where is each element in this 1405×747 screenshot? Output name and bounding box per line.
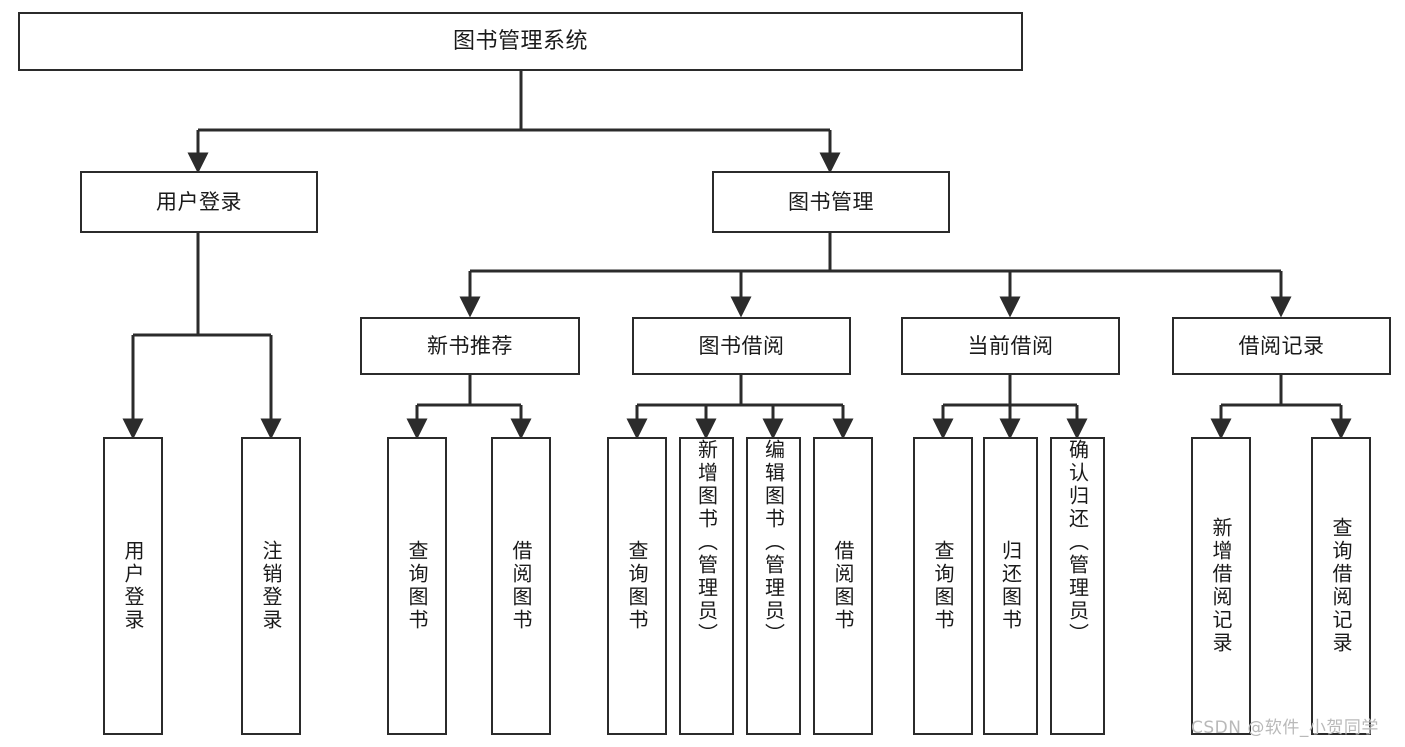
node-book-management[interactable]: 图书管理	[712, 171, 950, 233]
node-borrow-record[interactable]: 借阅记录	[1172, 317, 1391, 375]
leaf-edit-book-admin[interactable]: 编辑图书（管理员）	[746, 437, 801, 735]
node-label: 借阅图书	[509, 540, 533, 632]
node-book-borrow[interactable]: 图书借阅	[632, 317, 851, 375]
node-label: 编辑图书（管理员）	[761, 439, 786, 646]
leaf-borrow-book-recommend[interactable]: 借阅图书	[491, 437, 551, 735]
node-label: 图书管理系统	[452, 28, 588, 54]
node-label: 查询图书	[405, 540, 429, 632]
leaf-query-book-recommend[interactable]: 查询图书	[387, 437, 447, 735]
node-label: 用户登录	[121, 540, 145, 632]
node-label: 新增图书（管理员）	[694, 439, 719, 646]
node-label: 当前借阅	[967, 333, 1054, 358]
leaf-borrow-book-borrow[interactable]: 借阅图书	[813, 437, 873, 735]
node-label: 新书推荐	[427, 333, 513, 358]
node-label: 注销登录	[259, 540, 283, 632]
node-label: 图书借阅	[698, 333, 785, 358]
node-label: 查询图书	[931, 540, 955, 632]
leaf-user-login[interactable]: 用户登录	[103, 437, 163, 735]
node-label: 新增借阅记录	[1209, 517, 1233, 655]
node-new-book-recommend[interactable]: 新书推荐	[360, 317, 580, 375]
node-user-login[interactable]: 用户登录	[80, 171, 318, 233]
csdn-watermark: CSDN @软件_小贺同学	[1191, 718, 1379, 738]
leaf-query-book-current[interactable]: 查询图书	[913, 437, 973, 735]
node-current-borrow[interactable]: 当前借阅	[901, 317, 1120, 375]
node-label: 归还图书	[998, 540, 1023, 632]
node-label: 借阅记录	[1238, 333, 1325, 358]
leaf-confirm-return-admin[interactable]: 确认归还（管理员）	[1050, 437, 1105, 735]
node-label: 用户登录	[156, 189, 242, 214]
leaf-query-borrow-record[interactable]: 查询借阅记录	[1311, 437, 1371, 735]
node-root-system[interactable]: 图书管理系统	[18, 12, 1023, 71]
node-label: 查询借阅记录	[1329, 517, 1353, 655]
leaf-return-book[interactable]: 归还图书	[983, 437, 1038, 735]
node-label: 查询图书	[625, 540, 649, 632]
leaf-logout[interactable]: 注销登录	[241, 437, 301, 735]
node-label: 图书管理	[788, 189, 874, 214]
node-label: 借阅图书	[831, 540, 855, 632]
leaf-add-borrow-record[interactable]: 新增借阅记录	[1191, 437, 1251, 735]
leaf-add-book-admin[interactable]: 新增图书（管理员）	[679, 437, 734, 735]
node-label: 确认归还（管理员）	[1065, 439, 1090, 646]
leaf-query-book-borrow[interactable]: 查询图书	[607, 437, 667, 735]
